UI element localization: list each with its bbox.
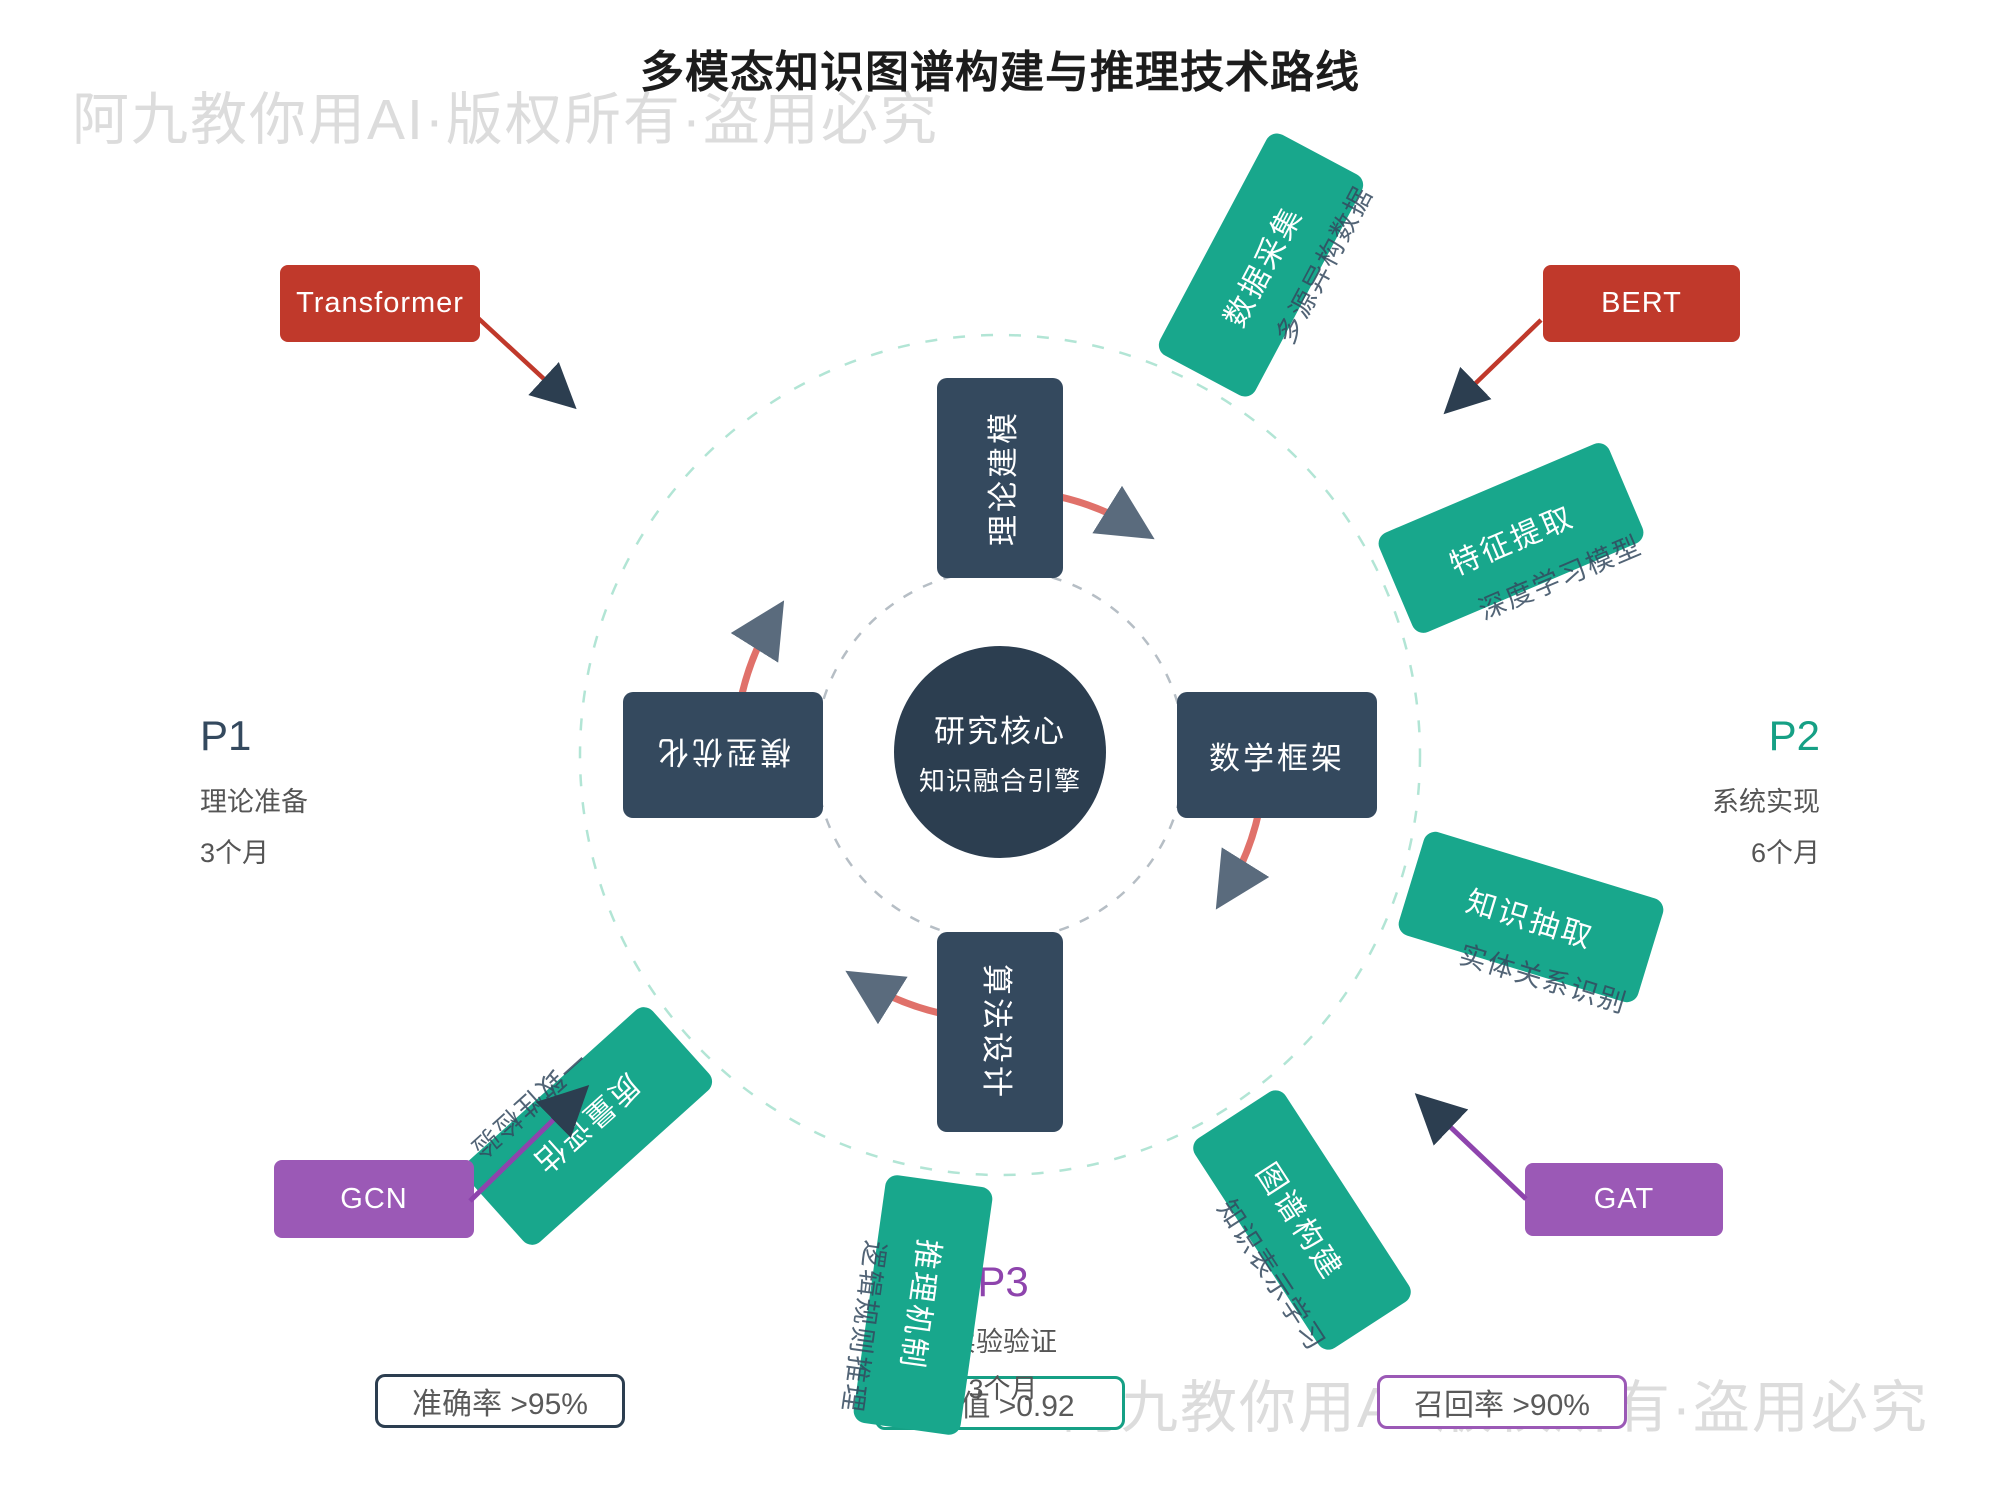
- phase-duration: 3个月: [968, 1374, 1038, 1404]
- phase-p2: P2 系统实现 6个月: [1712, 712, 1820, 870]
- outer-node-knowledge-extraction: 知识抽取 实体关系识别: [1395, 828, 1667, 1019]
- tag-label: Transformer: [296, 287, 464, 319]
- inner-node-model-optimization: 模型优化: [623, 692, 823, 818]
- arrow-gat: [1414, 1093, 1528, 1201]
- inner-node-label: 模型优化: [655, 734, 791, 770]
- tag-label: BERT: [1601, 287, 1682, 319]
- phase-name: 系统实现: [1712, 787, 1820, 817]
- tag-gcn: GCN: [274, 1160, 474, 1238]
- core-title: 研究核心: [934, 714, 1066, 749]
- phase-id: P2: [1768, 712, 1820, 759]
- inner-node-theory-modeling: 理论建模: [937, 378, 1063, 578]
- core-subtitle: 知识融合引擎: [918, 766, 1081, 796]
- metric-badge-accuracy: 准确率 >95%: [375, 1374, 625, 1428]
- watermark-top: 阿九教你用AI·版权所有·盗用必究: [72, 88, 939, 152]
- tag-bert: BERT: [1543, 265, 1740, 342]
- tag-gat: GAT: [1525, 1163, 1723, 1236]
- tag-label: GCN: [340, 1182, 408, 1215]
- page-title: 多模态知识图谱构建与推理技术路线: [640, 48, 1360, 97]
- outer-node-data-collection: 数据采集 多源异构数据: [1154, 129, 1379, 401]
- arrow-transformer: [476, 316, 577, 410]
- outer-node-graph-construction: 图谱构建 知识表示学习: [1188, 1085, 1416, 1357]
- metric-label: 准确率 >95%: [412, 1388, 588, 1421]
- phase-p1: P1 理论准备 3个月: [200, 712, 308, 870]
- inner-node-label: 理论建模: [985, 410, 1021, 546]
- outer-node-quality-assessment: 质量评估 一致性检验: [458, 1002, 718, 1250]
- phase-id: P1: [200, 712, 252, 759]
- phase-duration: 3个月: [200, 838, 270, 868]
- core-node: 研究核心 知识融合引擎: [894, 646, 1106, 858]
- arrow-bert: [1443, 318, 1543, 415]
- phase-duration: 6个月: [1750, 838, 1820, 868]
- inner-node-label: 算法设计: [979, 964, 1015, 1100]
- metric-badge-recall: 召回率 >90%: [1377, 1375, 1627, 1429]
- inner-node-label: 数学框架: [1209, 740, 1345, 776]
- inner-node-math-framework: 数学框架: [1177, 692, 1377, 818]
- metric-label: 召回率 >90%: [1414, 1389, 1590, 1422]
- phase-name: 理论准备: [200, 787, 308, 817]
- outer-node-feature-extraction: 特征提取 深度学习模型: [1374, 439, 1648, 637]
- tag-label: GAT: [1593, 1183, 1655, 1215]
- phase-id: P3: [977, 1258, 1029, 1305]
- tag-transformer: Transformer: [280, 265, 480, 342]
- inner-node-algorithm-design: 算法设计: [937, 932, 1063, 1132]
